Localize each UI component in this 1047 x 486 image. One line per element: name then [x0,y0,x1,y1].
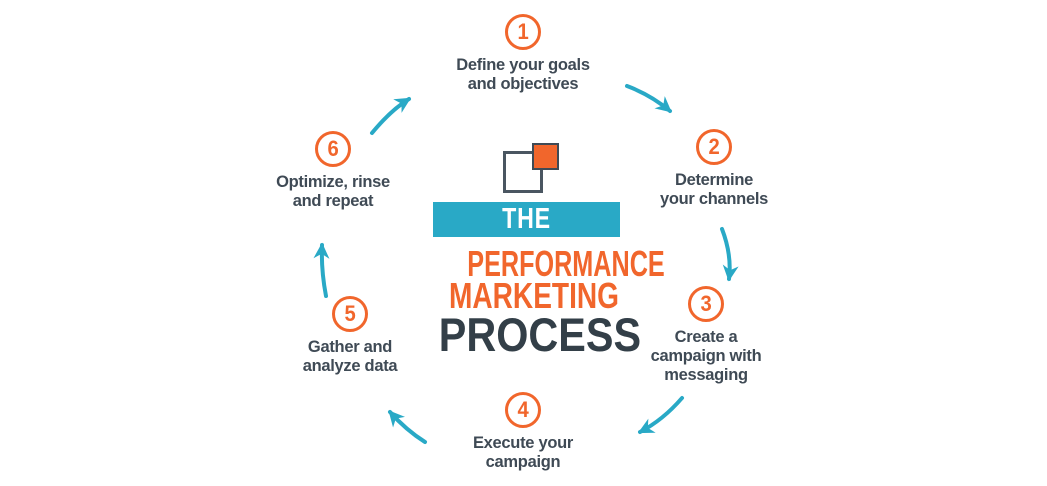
title-process: PROCESS [438,308,642,361]
step-6-number: 6 [327,136,339,161]
step-1-number-badge: 1 [505,14,541,50]
step-5-label: Gather and analyze data [302,337,398,375]
title-banner: THE [433,202,620,237]
arrow-6-to-1 [370,97,412,135]
step-3-number: 3 [700,291,712,316]
step-6-number-badge: 6 [315,131,351,167]
step-4: 4 Execute your campaign [428,392,618,471]
title-marketing: MARKETING [448,275,620,316]
step-4-number-badge: 4 [505,392,541,428]
step-1-number: 1 [517,19,529,44]
step-3-label: Create a campaign with messaging [650,327,762,384]
step-6-label: Optimize, rinse and repeat [276,172,390,210]
step-2-number-badge: 2 [696,129,732,165]
title-performance: PERFORMANCE [467,243,665,284]
step-3: 3 Create a campaign with messaging [611,286,801,384]
title-the: THE [502,203,551,235]
overlapping-squares-logo-accent [532,143,559,170]
arrow-4-to-5 [388,410,427,444]
overlapping-squares-logo [503,151,543,193]
step-1-label: Define your goals and objectives [456,55,590,93]
step-5-number: 5 [344,301,356,326]
arrow-5-to-6 [313,242,330,298]
step-2: 2 Determine your channels [619,129,809,208]
arrow-1-to-2 [625,84,672,113]
step-5-number-badge: 5 [332,296,368,332]
arrow-3-to-4 [637,396,684,434]
step-1: 1 Define your goals and objectives [428,14,618,93]
step-2-number: 2 [708,134,720,159]
step-6: 6 Optimize, rinse and repeat [238,131,428,210]
step-5: 5 Gather and analyze data [255,296,445,375]
arrow-2-to-3 [720,227,739,282]
step-4-label: Execute your campaign [472,433,574,471]
step-3-number-badge: 3 [688,286,724,322]
step-4-number: 4 [517,397,529,422]
step-2-label: Determine your channels [659,170,769,208]
